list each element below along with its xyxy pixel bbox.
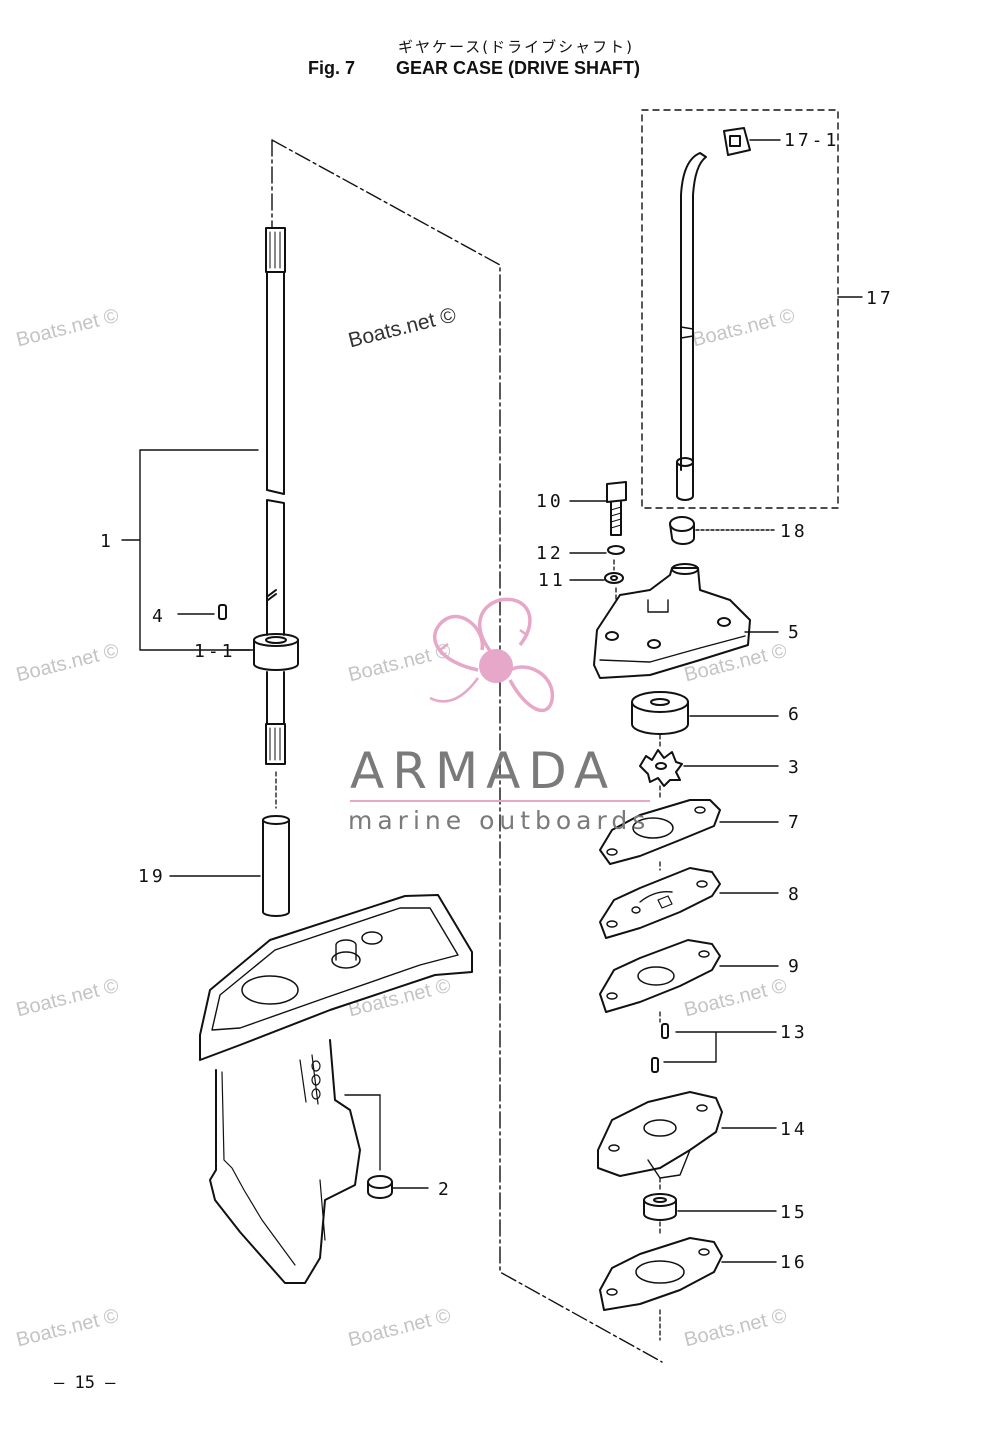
callout-16: 16 — [780, 1252, 808, 1273]
callout-19: 19 — [138, 866, 166, 887]
callout-2: 2 — [438, 1179, 452, 1200]
water-tube-grommet — [723, 127, 751, 156]
brand-logo-tagline: marine outboards — [348, 806, 651, 835]
callout-7: 7 — [788, 812, 802, 833]
callout-4: 4 — [152, 606, 166, 627]
alignment-line — [271, 139, 663, 1363]
callout-6: 6 — [788, 704, 802, 725]
callout-14: 14 — [780, 1119, 808, 1140]
drive-shaft-pin — [218, 604, 227, 620]
callout-17: 17 — [866, 288, 894, 309]
drive-shaft-bearing — [253, 633, 299, 671]
brand-logo-name: ARMADA — [350, 742, 617, 800]
dowel-pin — [651, 1057, 659, 1073]
pump-plate — [599, 867, 721, 939]
impeller-housing-liner — [631, 691, 689, 735]
gear-case-housing — [199, 894, 473, 1284]
callout-8: 8 — [788, 884, 802, 905]
page-number: – 15 – — [54, 1373, 116, 1393]
pump-gasket-lower — [599, 939, 721, 1013]
oil-seal — [643, 1193, 677, 1221]
drive-shaft — [265, 227, 286, 765]
callout-1-1: 1-1 — [194, 641, 236, 662]
callout-5: 5 — [788, 622, 802, 643]
diagram-title: GEAR CASE (DRIVE SHAFT) — [396, 58, 641, 78]
callout-3: 3 — [788, 757, 802, 778]
callout-1: 1 — [100, 531, 114, 552]
callout-10: 10 — [536, 491, 564, 512]
callout-12: 12 — [536, 543, 564, 564]
dowel-pin — [661, 1023, 669, 1039]
propeller-icon — [429, 597, 554, 713]
gear-case-nut — [367, 1175, 393, 1199]
drive-shaft-tube — [262, 815, 290, 917]
callout-11: 11 — [538, 570, 566, 591]
pump-impeller — [639, 749, 683, 787]
callout-17-1: 17-1 — [784, 130, 839, 151]
brand-logo-rule — [350, 800, 650, 802]
callout-18: 18 — [780, 521, 808, 542]
leader-lines — [121, 139, 863, 1263]
callout-15: 15 — [780, 1202, 808, 1223]
pump-gasket-upper — [599, 799, 721, 865]
assembly-17-frame — [641, 109, 839, 509]
water-tube — [676, 152, 707, 501]
figure-number: Fig. 7 — [308, 58, 356, 78]
plain-washer — [604, 572, 624, 584]
pump-bolt — [606, 481, 627, 536]
pump-base-gasket — [599, 1237, 723, 1311]
callout-13: 13 — [780, 1022, 808, 1043]
tube-seal — [669, 516, 695, 545]
pump-base-plate — [597, 1091, 723, 1179]
pump-case — [593, 563, 751, 679]
callout-9: 9 — [788, 956, 802, 977]
diagram-title-japanese: ギヤケース(ドライブシャフト) — [398, 38, 634, 56]
alignment-line — [613, 559, 661, 1341]
spring-washer — [607, 545, 625, 555]
